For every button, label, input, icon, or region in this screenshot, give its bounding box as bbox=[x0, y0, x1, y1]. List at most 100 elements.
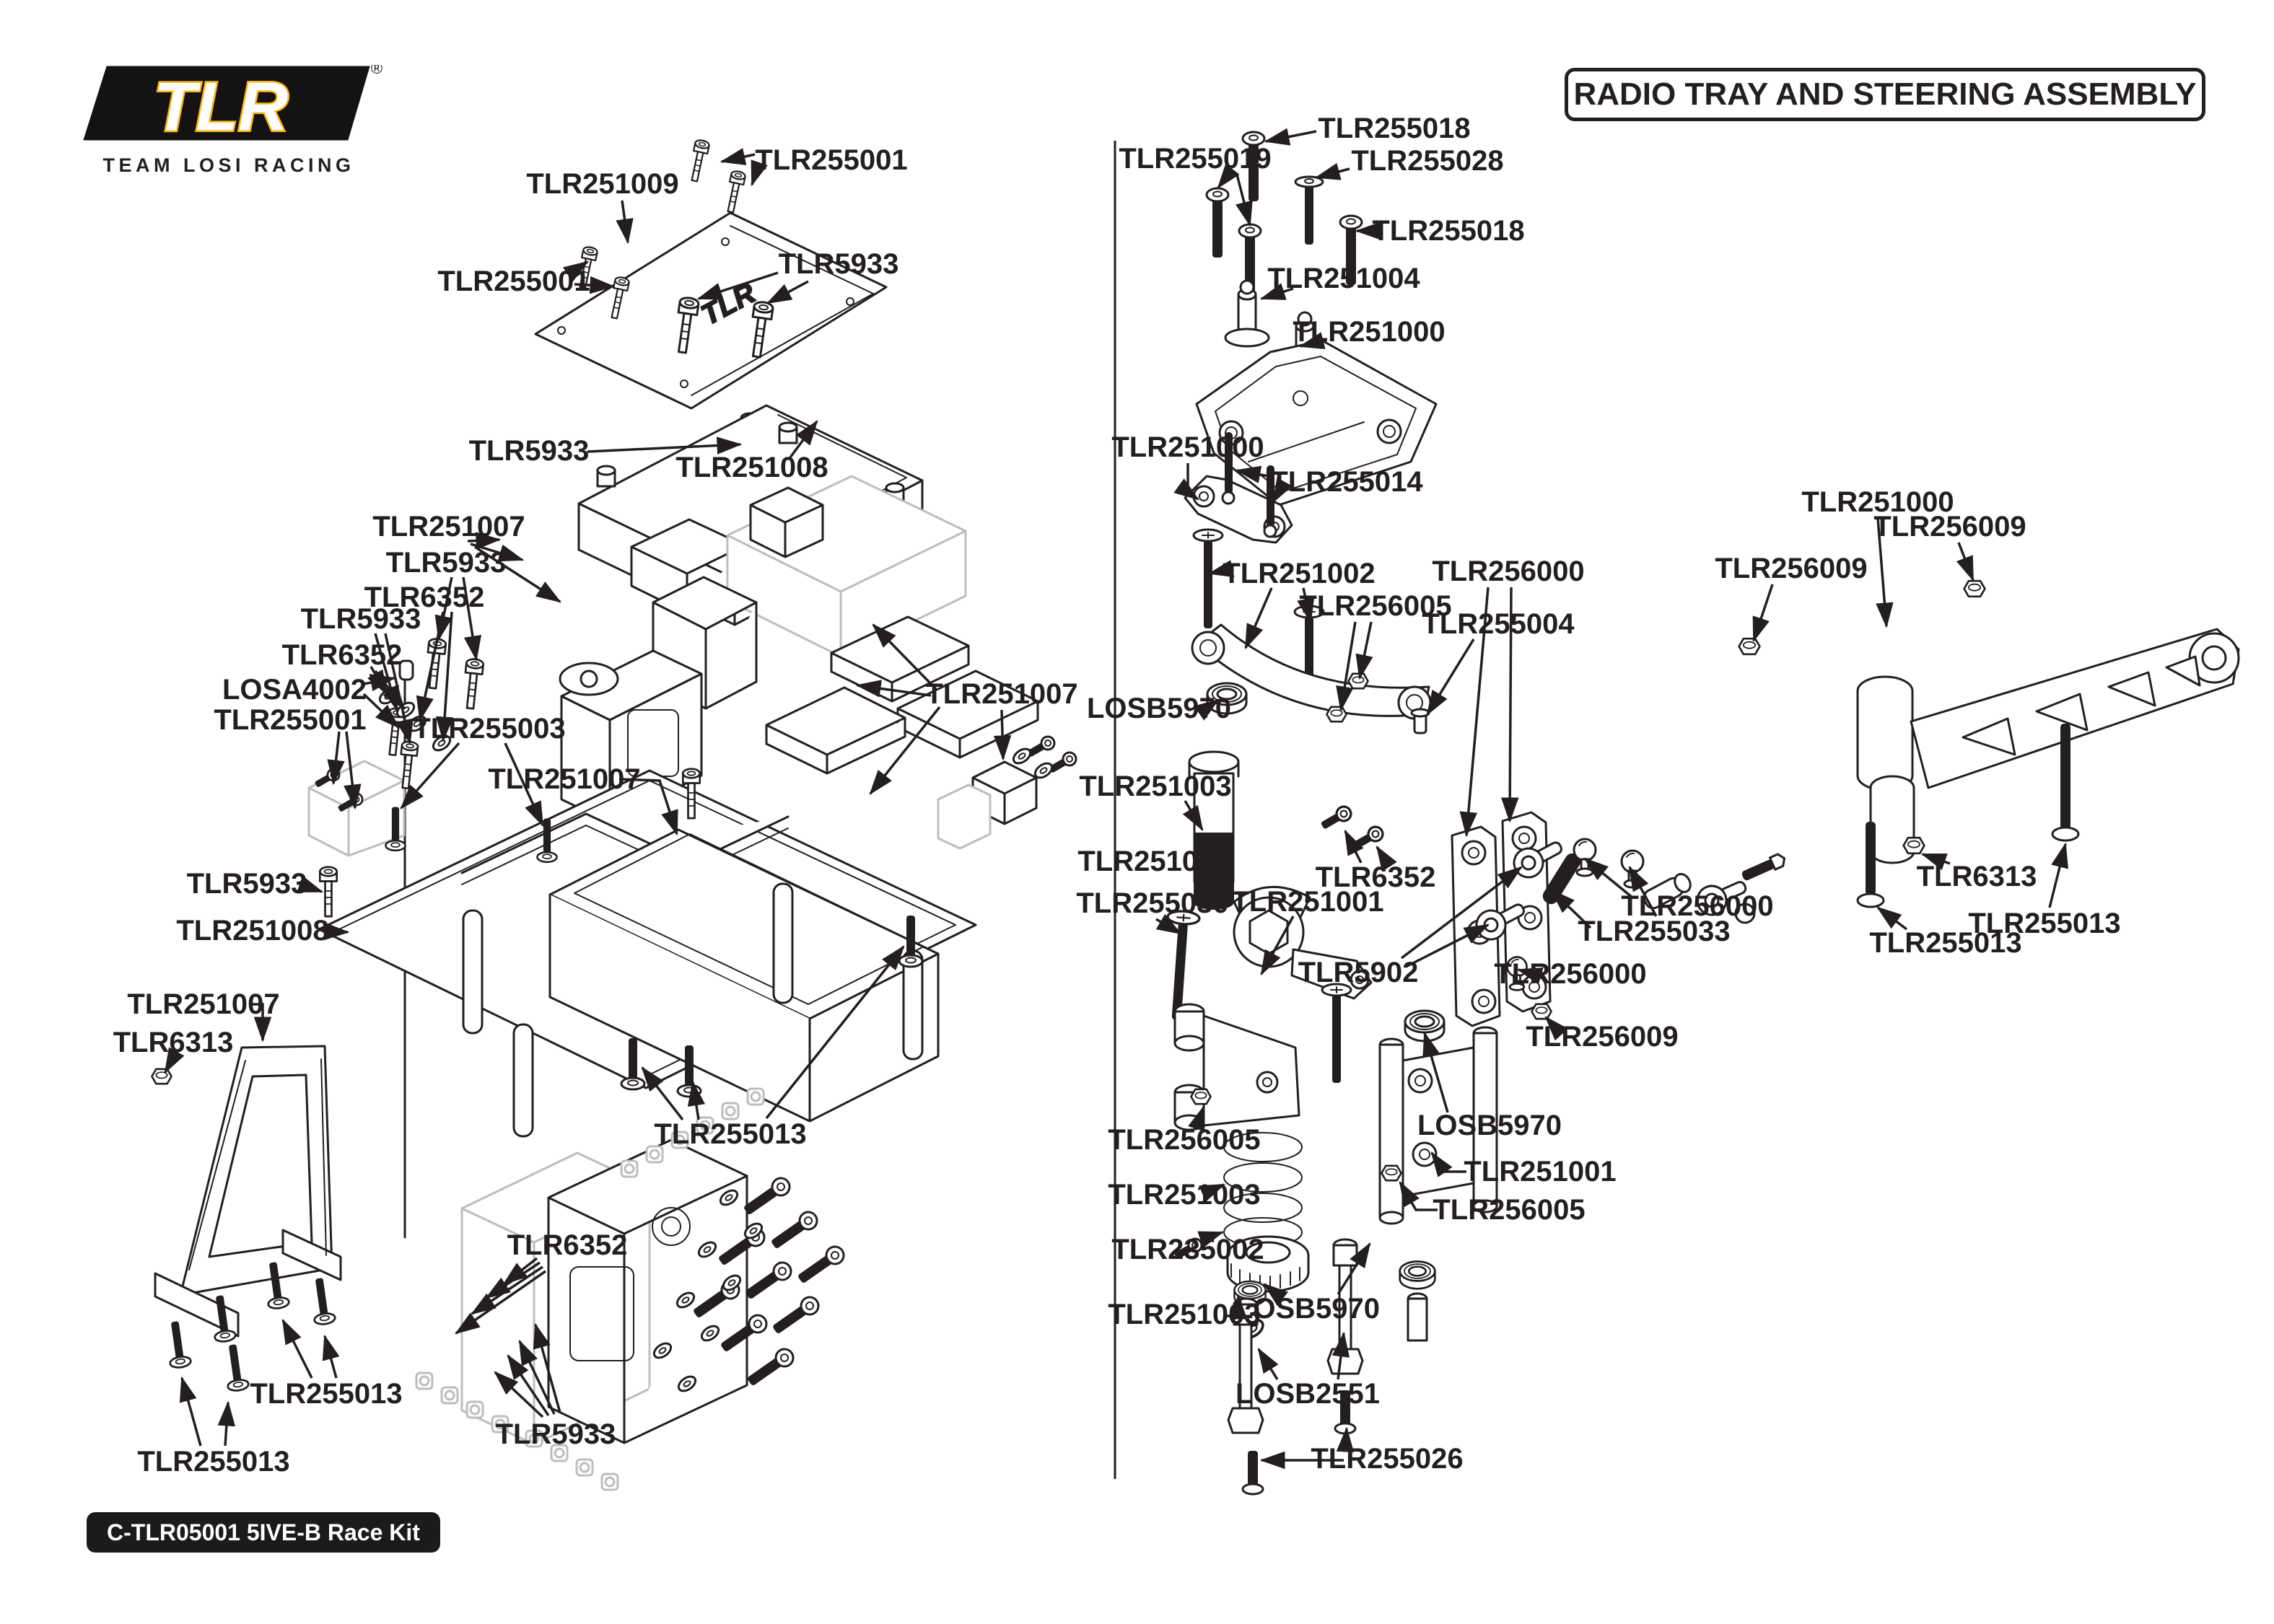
leader-TLR251003 bbox=[1227, 1294, 1248, 1320]
part-label-TLR251003-54: TLR251003 bbox=[1108, 1299, 1260, 1330]
leader-TLR256005 bbox=[1336, 621, 1357, 712]
part-label-TLR251000-31: TLR251000 bbox=[1111, 431, 1264, 463]
leader-TLR256009 bbox=[1956, 542, 1975, 582]
leader-TLR251004 bbox=[1259, 283, 1294, 300]
leader-TLR255003 bbox=[400, 742, 460, 809]
part-label-TLR6352-8: TLR6352 bbox=[364, 581, 485, 613]
leader-TLR255013 bbox=[765, 945, 905, 1120]
leader-TLR251007 bbox=[470, 543, 525, 562]
leader-TLR251007 bbox=[474, 545, 562, 603]
leader-TLR6352 bbox=[435, 611, 454, 742]
part-label-TLR255018-28: TLR255018 bbox=[1372, 215, 1524, 247]
leader-TLR251008 bbox=[324, 922, 350, 941]
leader-TLR251002 bbox=[1207, 560, 1235, 578]
leader-TLR6352 bbox=[1344, 829, 1364, 864]
part-label-TLR256009-45: TLR256009 bbox=[1526, 1021, 1678, 1053]
tlr-logo: TLR ® TEAM LOSI RACING bbox=[79, 65, 390, 177]
leader-TLR256000 bbox=[1628, 865, 1658, 917]
leader-TLR251007 bbox=[855, 680, 932, 698]
leader-LOSB5970 bbox=[1263, 1283, 1289, 1306]
part-label-TLR255013-60: TLR255013 bbox=[1869, 927, 2021, 959]
leader-TLR5933 bbox=[587, 436, 743, 455]
leader-LOSA4002 bbox=[362, 693, 400, 729]
leader-TLR6352 bbox=[484, 1261, 541, 1299]
part-label-TLR255003-13: TLR255003 bbox=[413, 713, 565, 745]
part-label-TLR255028-27: TLR255028 bbox=[1351, 145, 1503, 177]
leader-TLR5933 bbox=[766, 280, 809, 304]
tlr-logo-mark: TLR ® bbox=[83, 65, 382, 147]
part-label-TLR5933-16: TLR5933 bbox=[187, 868, 307, 900]
kit-label-text: C-TLR05001 5IVE-B Race Kit bbox=[107, 1519, 420, 1545]
part-label-TLR251003-52: TLR251003 bbox=[1108, 1179, 1260, 1211]
leader-TLR6352 bbox=[1376, 845, 1397, 872]
part-label-TLR6352-21: TLR6352 bbox=[507, 1229, 628, 1261]
part-label-TLR5933-22: TLR5933 bbox=[496, 1418, 616, 1450]
leader-TLR255013 bbox=[641, 1066, 684, 1121]
leader-TLR255001 bbox=[751, 159, 768, 187]
leader-TLR255019 bbox=[1236, 174, 1253, 227]
leader-TLR5933 bbox=[434, 576, 453, 641]
part-label-TLR5933-9: TLR5933 bbox=[301, 603, 421, 635]
leader-TLR5933 bbox=[494, 1371, 544, 1418]
part-label-TLR251007-15: TLR251007 bbox=[488, 763, 640, 795]
leader-TLR6352 bbox=[470, 1265, 543, 1315]
part-label-TLR6352-44: TLR6352 bbox=[1316, 861, 1436, 893]
part-label-TLR251001-47: TLR251001 bbox=[1077, 846, 1230, 877]
part-label-TLR251008-17: TLR251008 bbox=[176, 915, 328, 947]
leader-TLR6352 bbox=[416, 611, 445, 722]
part-label-TLR256005-51: TLR256005 bbox=[1108, 1124, 1260, 1156]
part-labels: TLR255001TLR251009TLR255001TLR5933TLR593… bbox=[113, 113, 2121, 1478]
leader-TLR255013 bbox=[1876, 906, 1908, 931]
part-label-TLR255013-59: TLR255013 bbox=[1968, 908, 2120, 939]
part-label-TLR256009-38: TLR256009 bbox=[1873, 511, 2026, 543]
leader-TLR255018 bbox=[1264, 128, 1317, 146]
leader-TLR255019 bbox=[1217, 163, 1240, 189]
steering-assembly bbox=[1159, 131, 2240, 1496]
part-label-TLR255013-23: TLR255013 bbox=[250, 1378, 402, 1410]
leader-TLR255013 bbox=[179, 1376, 202, 1447]
part-label-TLR255018-25: TLR255018 bbox=[1318, 113, 1470, 144]
part-label-TLR251004-29: TLR251004 bbox=[1267, 263, 1420, 294]
part-label-TLR251007-6: TLR251007 bbox=[372, 511, 525, 543]
part-label-LOSB2551-56: LOSB2551 bbox=[1236, 1378, 1380, 1410]
part-label-TLR255001-0: TLR255001 bbox=[755, 144, 907, 176]
leader-TLR255001 bbox=[563, 260, 590, 283]
part-label-LOSA4002-11: LOSA4002 bbox=[222, 674, 367, 706]
leader-TLR256005 bbox=[1355, 621, 1373, 680]
part-label-TLR251001-48: TLR251001 bbox=[1231, 886, 1383, 918]
leader-TLR251007 bbox=[467, 532, 502, 550]
leader-TLR256000 bbox=[1516, 967, 1544, 985]
leader-TLR235002 bbox=[1197, 1231, 1225, 1248]
leader-TLR251000 bbox=[1876, 517, 1894, 628]
kit-label: C-TLR05001 5IVE-B Race Kit bbox=[87, 1512, 440, 1553]
leader-TLR251001 bbox=[1430, 1151, 1466, 1177]
part-label-TLR251007-14: TLR251007 bbox=[925, 678, 1077, 710]
part-label-TLR5933-7: TLR5933 bbox=[386, 547, 507, 579]
sheet-title-text: RADIO TRAY AND STEERING ASSEMBLY bbox=[1573, 76, 2197, 112]
leader-TLR251003 bbox=[1182, 800, 1204, 832]
leader-TLR256000 bbox=[1500, 587, 1519, 823]
part-label-TLR251008-5: TLR251008 bbox=[675, 452, 828, 483]
part-label-TLR255013-24: TLR255013 bbox=[137, 1446, 289, 1478]
part-label-TLR251002-33: TLR251002 bbox=[1223, 558, 1375, 589]
logo-tlr-text: TLR bbox=[154, 69, 289, 146]
part-label-TLR251001-62: TLR251001 bbox=[1464, 1156, 1616, 1188]
leader-TLR5933 bbox=[518, 1339, 556, 1415]
part-label-LOSB5970-50: LOSB5970 bbox=[1087, 693, 1231, 724]
leader-TLR251002 bbox=[1244, 587, 1273, 650]
leader-TLR255013 bbox=[687, 1080, 706, 1120]
radio-tray-assembly: TLR bbox=[151, 138, 1080, 1491]
leader-TLR5933 bbox=[297, 875, 324, 893]
leader-LOSB2551 bbox=[1331, 1331, 1350, 1380]
leader-TLR255003 bbox=[504, 742, 544, 828]
part-label-TLR6313-19: TLR6313 bbox=[113, 1027, 234, 1058]
part-label-TLR255033-41: TLR255033 bbox=[1578, 916, 1730, 947]
logo-subtitle: TEAM LOSI RACING bbox=[102, 154, 355, 176]
leader-TLR255001 bbox=[574, 276, 616, 294]
leader-TLR6313 bbox=[1920, 853, 1951, 871]
leader-TLR255028 bbox=[1314, 162, 1350, 180]
leader-TLR251003 bbox=[1199, 1183, 1226, 1202]
leader-TLR251008 bbox=[789, 420, 818, 459]
